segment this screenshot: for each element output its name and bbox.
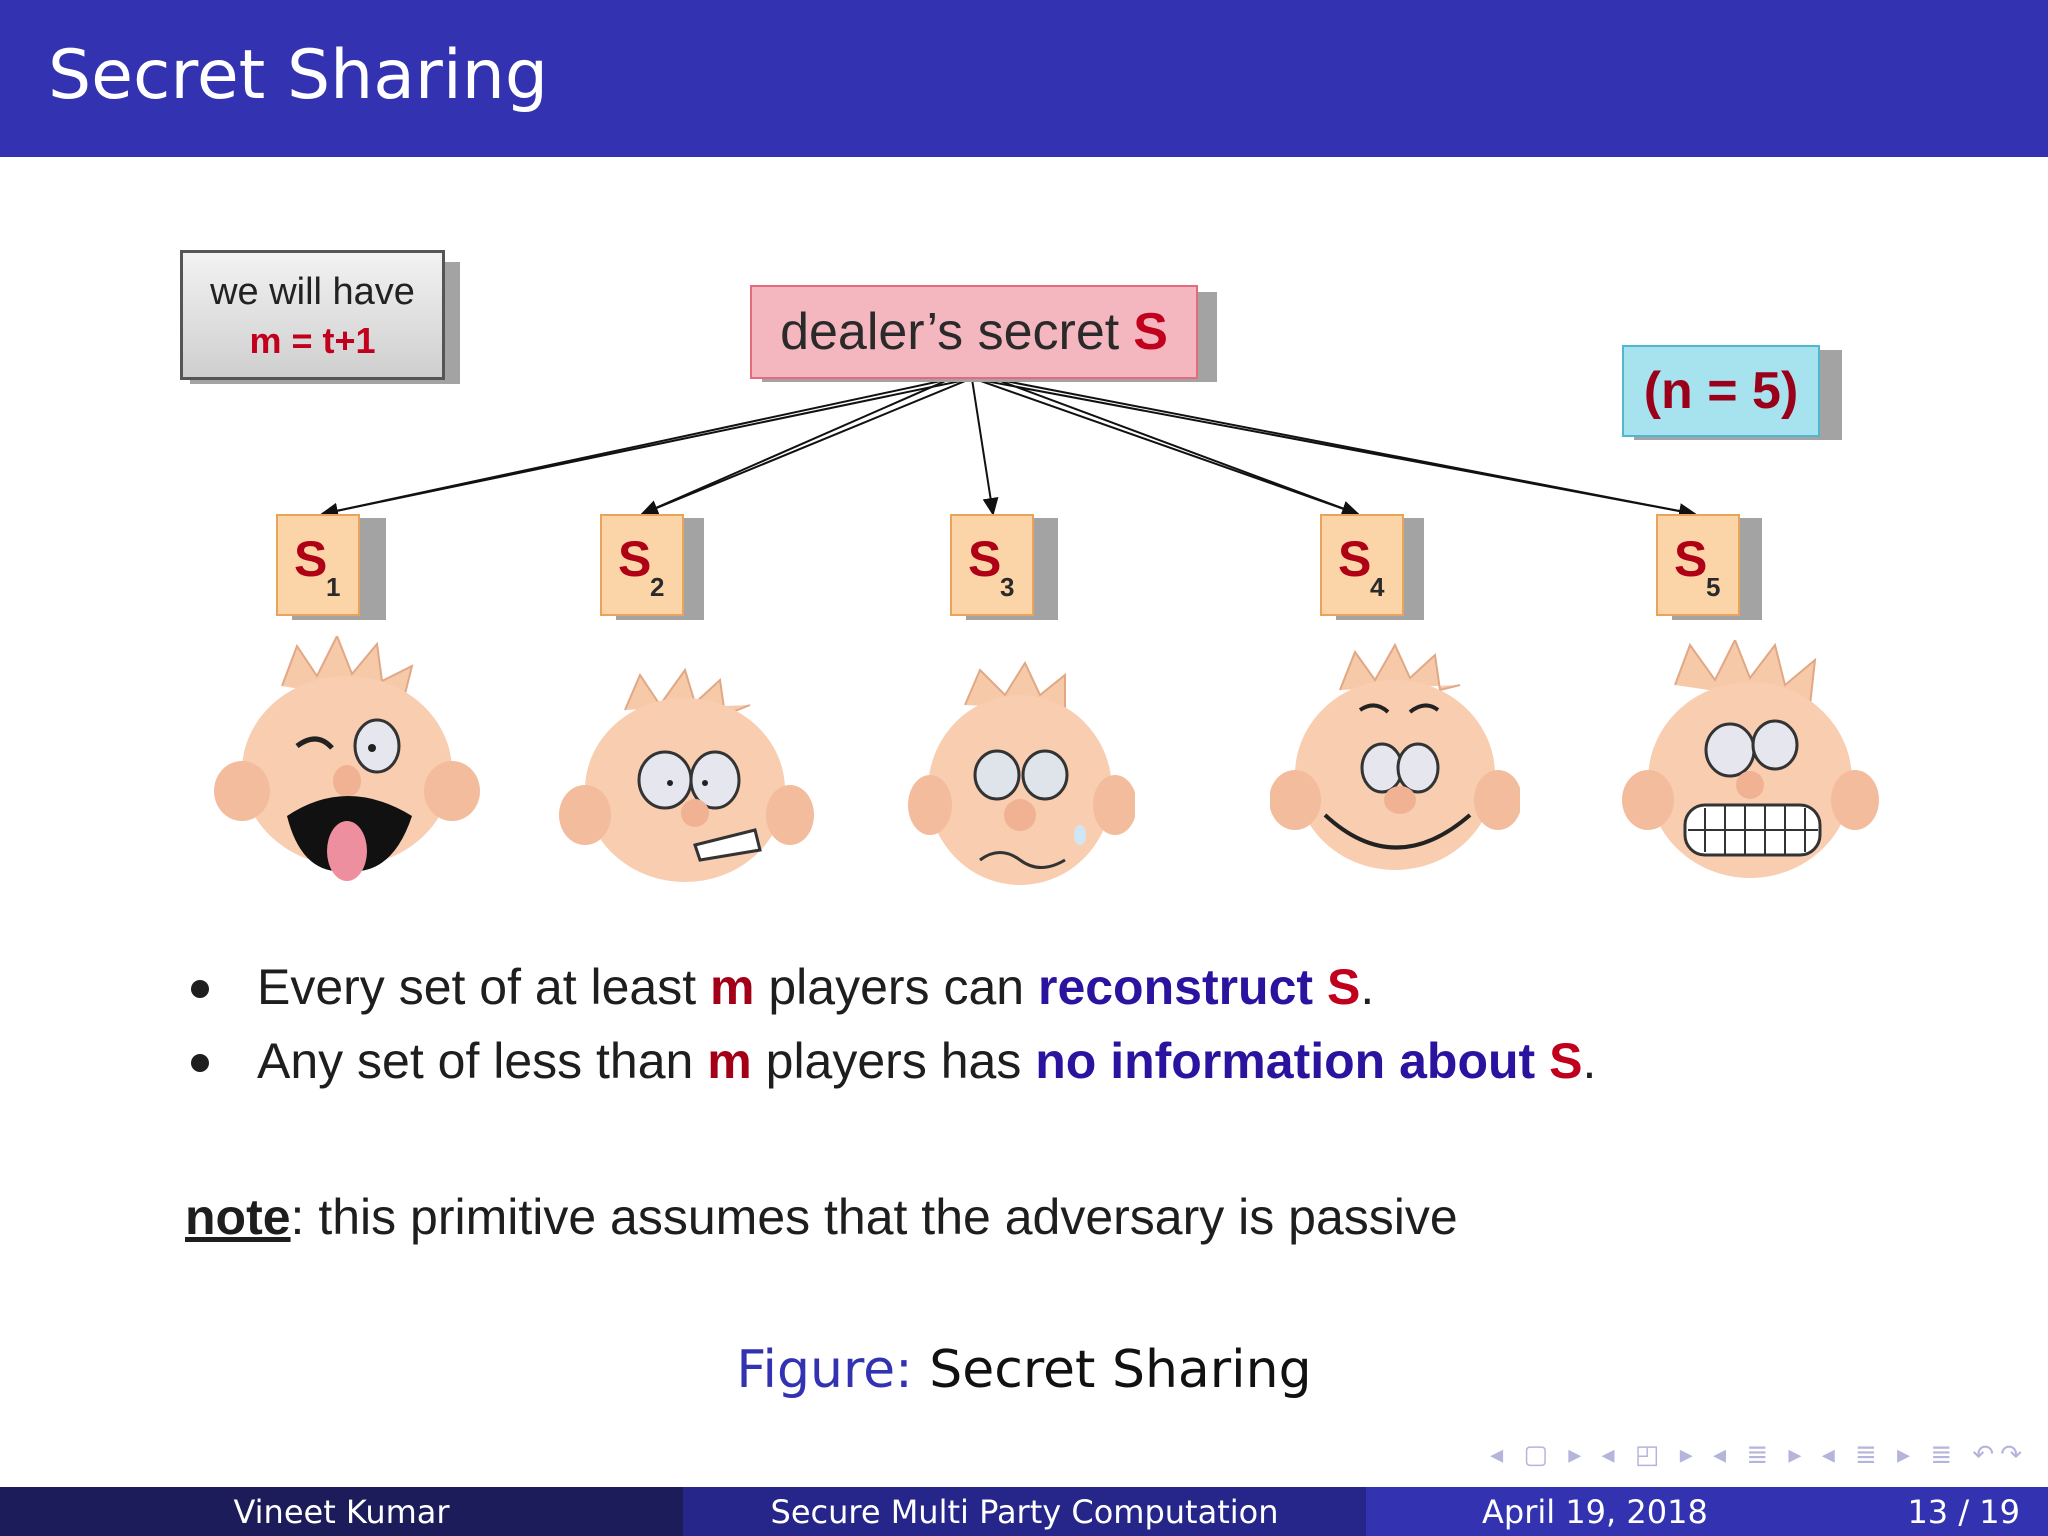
bullet-text-mid: players has xyxy=(765,1033,1022,1089)
footer-author: Vineet Kumar xyxy=(0,1487,683,1536)
share-index: 3 xyxy=(1000,572,1015,602)
arrow-s4 xyxy=(974,378,1360,517)
slide-title: Secret Sharing xyxy=(48,36,549,115)
bullet-dot xyxy=(191,980,209,998)
bullet-text-pre: Any set of less than xyxy=(257,1033,694,1089)
n-count-box: (n = 5) xyxy=(1622,345,1820,437)
dealer-secret-box: dealer’s secret S xyxy=(750,285,1198,379)
arrow-s2-b xyxy=(641,378,951,515)
bullet-period: . xyxy=(1360,959,1375,1015)
bullet-list: Every set of at least m players can reco… xyxy=(185,958,1596,1106)
note-box: we will have m = t+1 xyxy=(180,250,445,380)
share-letter: S xyxy=(1338,531,1372,587)
caption-text: Secret Sharing xyxy=(929,1340,1312,1400)
footer-page-number: 13 / 19 xyxy=(1907,1492,2020,1531)
share-box-5: S 5 xyxy=(1656,514,1740,616)
bullet-emphasis: no information about xyxy=(1035,1033,1536,1089)
footer: Vineet Kumar Secure Multi Party Computat… xyxy=(0,1487,2048,1536)
bullet-m: m xyxy=(707,1033,752,1089)
note-box-line2: m = t+1 xyxy=(249,320,376,361)
arrow-s5-b xyxy=(994,378,1696,515)
bullet-text-pre: Every set of at least xyxy=(257,959,697,1015)
share-box-3: S 3 xyxy=(950,514,1034,616)
bullet-item: Any set of less than m players has no in… xyxy=(185,1032,1596,1106)
share-letter: S xyxy=(1674,531,1708,587)
footer-right: April 19, 2018 13 / 19 xyxy=(1366,1487,2048,1536)
share-box-2: S 2 xyxy=(600,514,684,616)
bullet-period: . xyxy=(1582,1033,1597,1089)
share-letter: S xyxy=(618,531,652,587)
footer-title: Secure Multi Party Computation xyxy=(683,1487,1366,1536)
bullet-s: S xyxy=(1326,959,1361,1015)
share-box-1: S 1 xyxy=(276,514,360,616)
bullet-s: S xyxy=(1549,1033,1583,1089)
share-letter: S xyxy=(294,531,328,587)
crying-face xyxy=(908,660,1135,885)
footer-date: April 19, 2018 xyxy=(1482,1492,1708,1531)
beamer-navigation-bar[interactable]: ◂ ▢ ▸ ◂ ◰ ▸ ◂ ≣ ▸ ◂ ≣ ▸ ≣ ↶↷ xyxy=(1490,1440,2028,1470)
caption-label: Figure: xyxy=(736,1340,913,1400)
bullet-emphasis: reconstruct xyxy=(1037,959,1314,1015)
bullet-m: m xyxy=(710,959,755,1015)
smiling-face xyxy=(1270,642,1520,870)
note-label: note xyxy=(185,1189,291,1245)
figure-caption: Figure: Secret Sharing xyxy=(0,1340,2048,1400)
note-box-line1: we will have xyxy=(210,271,415,313)
share-index: 1 xyxy=(326,572,341,602)
arrow-s4-b xyxy=(994,378,1359,515)
note-text: : this primitive assumes that the advers… xyxy=(290,1189,1458,1245)
worried-face xyxy=(559,667,814,882)
dealer-secret-symbol: S xyxy=(1133,303,1168,361)
title-bar: Secret Sharing xyxy=(0,0,2048,157)
arrow-s3 xyxy=(971,378,999,516)
arrow-s2 xyxy=(640,378,971,516)
share-index: 2 xyxy=(650,572,665,602)
grimacing-face xyxy=(1622,640,1879,878)
share-index: 4 xyxy=(1370,572,1385,602)
dealer-label: dealer’s secret xyxy=(780,303,1120,361)
share-box-4: S 4 xyxy=(1320,514,1404,616)
share-index: 5 xyxy=(1706,572,1721,602)
bullet-item: Every set of at least m players can reco… xyxy=(185,958,1596,1032)
bullet-dot xyxy=(191,1054,209,1072)
tongue-out-face xyxy=(214,636,480,881)
arrow-s1-b xyxy=(321,378,951,515)
share-letter: S xyxy=(968,531,1002,587)
note-line: note: this primitive assumes that the ad… xyxy=(185,1188,1458,1246)
bullet-text-mid: players can xyxy=(768,959,1025,1015)
